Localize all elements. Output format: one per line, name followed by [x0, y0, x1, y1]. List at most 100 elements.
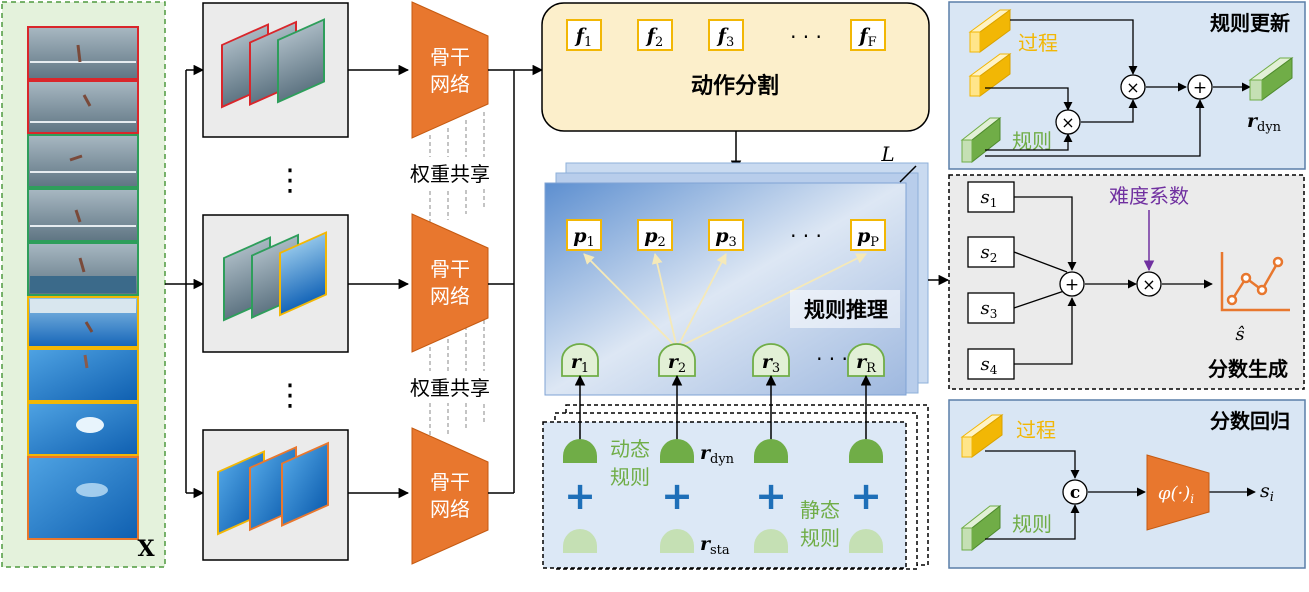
clip-panel-1: [202, 2, 349, 138]
weight-share-label-1: 权重共享: [410, 162, 490, 186]
backbone-1-line2: 网络: [430, 72, 470, 96]
rule-dots: · · ·: [816, 347, 848, 371]
feature-label: f2: [645, 25, 663, 50]
multiply-1: ×: [1061, 113, 1074, 132]
backbone-2-line2: 网络: [430, 284, 470, 308]
rule-token: rR: [847, 343, 885, 377]
procedure-label: p2: [644, 225, 666, 250]
feature-token: fF: [850, 19, 886, 51]
frame-8: [27, 402, 139, 456]
action-seg-title: 动作分割: [691, 73, 779, 99]
score-gen-title: 分数生成: [1208, 357, 1288, 381]
rule-label: r1: [571, 351, 589, 376]
backbone-2-line1: 骨干: [430, 257, 470, 281]
rule-sources: + + + + 动态 规则 静态 规则 rdyn rsta: [542, 374, 929, 570]
dynamic-rule-label-2: 规则: [610, 465, 650, 489]
rule-update-title: 规则更新: [1210, 11, 1290, 35]
rule-reasoning-title: 规则推理: [804, 298, 888, 322]
frame-3: [27, 134, 139, 188]
regressor-label: φ(·)i: [1158, 483, 1194, 506]
score-box: s3: [967, 292, 1015, 324]
update-arrows: [985, 19, 1251, 157]
r-sta-label: rsta: [700, 533, 730, 558]
procedure-label: pP: [857, 225, 879, 250]
stack-count-label: L: [880, 142, 894, 166]
process-cube-1: [968, 9, 1012, 53]
add-node: +: [1193, 78, 1207, 98]
vertical-ellipsis-2: ⋮: [275, 378, 305, 413]
rule-token: r2: [658, 343, 696, 377]
score-label: s3: [981, 298, 998, 321]
score-box: s4: [967, 348, 1015, 380]
reg-process-label: 过程: [1016, 418, 1056, 442]
plus-3: +: [755, 474, 787, 518]
frame-5: [27, 242, 139, 296]
score-reg-title: 分数回归: [1210, 409, 1290, 433]
rule-update-panel: 规则更新 过程 规则 × ×: [948, 1, 1306, 170]
score-label: s4: [981, 354, 998, 377]
feature-token: f3: [708, 19, 744, 51]
static-rule-label-1: 静态: [800, 498, 840, 522]
vertical-ellipsis-1: ⋮: [275, 163, 305, 198]
multiply-2: ×: [1126, 78, 1139, 97]
procedure-token: pP: [850, 219, 886, 251]
concat-node: c: [1070, 483, 1080, 503]
r-dyn-output: rdyn: [1247, 110, 1282, 135]
process-cube-2: [968, 53, 1012, 97]
process-label: 过程: [1018, 31, 1058, 55]
procedure-token: p1: [566, 219, 602, 251]
plus-4: +: [850, 474, 882, 518]
sum-node: +: [1065, 275, 1079, 295]
rule-label: rR: [856, 351, 877, 376]
backbone-3-line2: 网络: [430, 497, 470, 521]
predicted-score: ŝ: [1235, 324, 1244, 345]
score-box: s2: [967, 236, 1015, 268]
backbone-3-line1: 骨干: [430, 470, 470, 494]
rule-token: r1: [561, 343, 599, 377]
plus-signs: + + + +: [564, 474, 882, 518]
backbone-1: 骨干 网络: [411, 1, 489, 139]
r-dyn-label: rdyn: [700, 442, 735, 467]
score-boxes: s1 s2 s3 s4: [967, 181, 1015, 380]
input-video: X: [1, 1, 166, 568]
score-label: s1: [981, 187, 998, 210]
input-arrows: [165, 64, 205, 499]
procedure-label: p3: [715, 225, 737, 250]
backbone-2: 骨干 网络: [411, 213, 489, 353]
static-rule-tokens: [563, 529, 883, 553]
reg-arrows: [985, 450, 1256, 540]
dynamic-rule-label-1: 动态: [610, 437, 650, 461]
procedure-dots: · · ·: [790, 224, 822, 248]
feature-token: f2: [637, 19, 673, 51]
line-chart-icon: [1220, 252, 1290, 312]
frame-7: [27, 348, 139, 402]
procedure-token: p2: [637, 219, 673, 251]
r-dyn-cube: [1248, 57, 1294, 101]
reg-process-cube: [960, 414, 1004, 458]
frame-2: [27, 80, 139, 134]
dynamic-rule-tokens: [563, 439, 883, 463]
procedure-label: p1: [573, 225, 595, 250]
input-label: X: [137, 536, 155, 562]
frame-4: [27, 188, 139, 242]
score-label: s2: [981, 242, 998, 265]
feature-label: fF: [857, 25, 876, 50]
clip-arrows: [348, 64, 410, 499]
regression-output: si: [1260, 480, 1274, 505]
clip-panel-3: [202, 429, 349, 561]
score-arrows: [1013, 196, 1213, 365]
frame-9: [27, 456, 139, 540]
plus-2: +: [661, 474, 693, 518]
rule-label: 规则: [1012, 129, 1052, 153]
frame-1: [27, 26, 139, 80]
rule-label: r2: [668, 351, 686, 376]
backbone-arrows: [488, 64, 544, 494]
rule-vertical-arrows: [574, 374, 872, 445]
attention-lines: [583, 252, 867, 349]
